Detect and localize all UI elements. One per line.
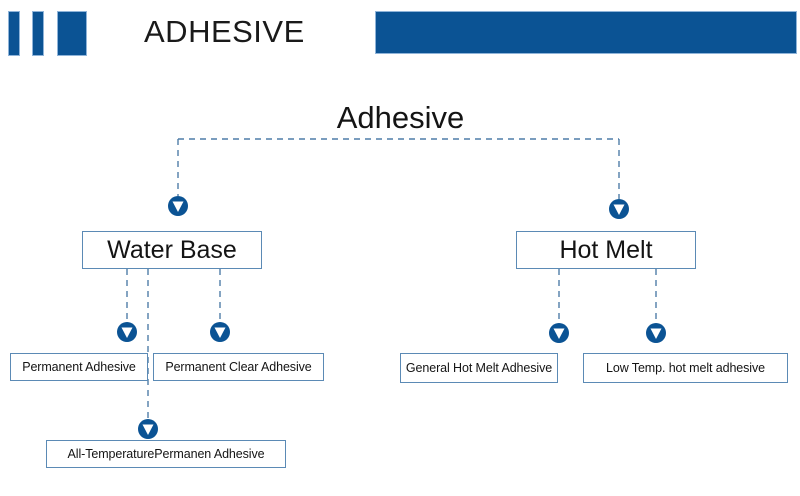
arrow-marker-permanent-adhesive bbox=[116, 321, 138, 343]
arrow-marker-general-hot-melt bbox=[548, 322, 570, 344]
page-title: ADHESIVE bbox=[144, 14, 305, 49]
node-all-temperature-permanen-adhesive[interactable]: All-TemperaturePermanen Adhesive bbox=[46, 440, 286, 468]
logo-bar-narrow-1 bbox=[8, 11, 20, 56]
arrow-marker-permanent-clear-adhesive bbox=[209, 321, 231, 343]
node-water-base[interactable]: Water Base bbox=[82, 231, 262, 269]
node-hot-melt[interactable]: Hot Melt bbox=[516, 231, 696, 269]
header-banner-bar bbox=[375, 11, 797, 54]
node-general-hot-melt-adhesive[interactable]: General Hot Melt Adhesive bbox=[400, 353, 558, 383]
arrow-marker-water-base bbox=[167, 195, 189, 217]
node-permanent-adhesive[interactable]: Permanent Adhesive bbox=[10, 353, 148, 381]
arrow-marker-hot-melt bbox=[608, 198, 630, 220]
node-root-adhesive: Adhesive bbox=[336, 100, 465, 135]
arrow-marker-all-temperature bbox=[137, 418, 159, 440]
logo-bar-narrow-2 bbox=[32, 11, 44, 56]
node-permanent-clear-adhesive[interactable]: Permanent Clear Adhesive bbox=[153, 353, 324, 381]
arrow-marker-low-temp-hot-melt bbox=[645, 322, 667, 344]
logo-bar-wide bbox=[57, 11, 87, 56]
node-low-temp-hot-melt-adhesive[interactable]: Low Temp. hot melt adhesive bbox=[583, 353, 788, 383]
